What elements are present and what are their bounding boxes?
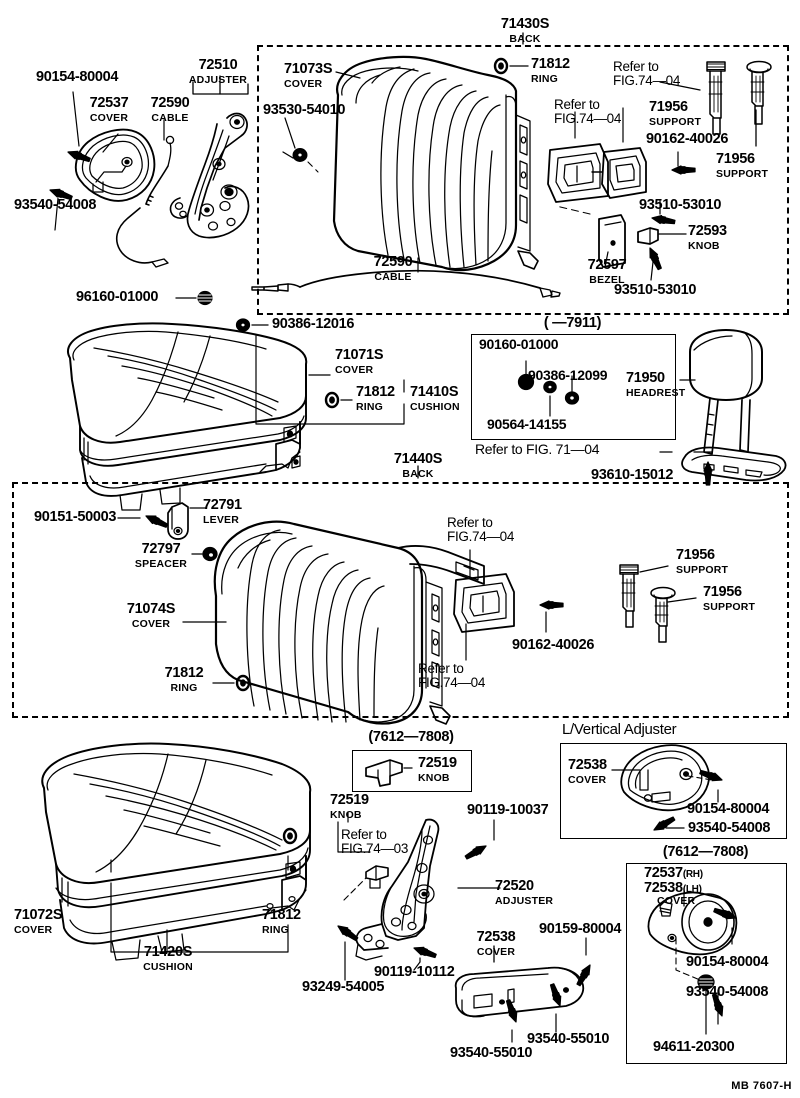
label-72538-lh: 72538(LH) xyxy=(644,880,702,896)
label-90119-10112: 90119-10112 xyxy=(374,964,455,980)
label-93530-54010: 93530-54010 xyxy=(263,102,346,118)
date-range-box-7911 xyxy=(471,334,676,440)
label-vertical-adjuster-title: L/Vertical Adjuster xyxy=(562,721,677,738)
label-refer-fig7104: Refer to FIG. 71—04 xyxy=(475,441,600,457)
label-93510-53010-a: 93510-53010 xyxy=(639,197,722,213)
label-93540-55010-a: 93540-55010 xyxy=(527,1031,610,1047)
label-72537-rh: 72537(RH) xyxy=(644,865,703,881)
label-93540-54008-rhlh: 93540-54008 xyxy=(686,984,769,1000)
label-90154-80004-va: 90154-80004 xyxy=(687,801,770,817)
label-94611-20300: 94611-20300 xyxy=(653,1039,735,1055)
label-93510-53010-b: 93510-53010 xyxy=(614,282,697,298)
label-90151-50003: 90151-50003 xyxy=(34,509,117,525)
label-93610-15012: 93610-15012 xyxy=(591,467,674,483)
label-90162-40026-s3: 90162-40026 xyxy=(512,637,595,653)
label-93540-54008: 93540-54008 xyxy=(14,197,97,213)
label-90386-12016: 90386-12016 xyxy=(272,316,355,332)
section3-dashed-box xyxy=(12,482,789,718)
rh-lh-cover-box xyxy=(626,863,787,1064)
label-90154-80004-rhlh: 90154-80004 xyxy=(686,954,769,970)
section1-dashed-box xyxy=(257,45,789,315)
label-date-range-7612-7808-b: (7612—7808) xyxy=(662,844,749,860)
label-cover-sub-rhlh: COVER xyxy=(657,895,696,907)
label-90154-80004: 90154-80004 xyxy=(36,69,119,85)
label-96160-01000: 96160-01000 xyxy=(76,289,159,305)
label-90386-12099: 90386-12099 xyxy=(528,367,608,383)
knob-72519-box xyxy=(352,750,472,792)
label-93249-54005: 93249-54005 xyxy=(302,979,385,995)
label-date-range-7911: ( —7911) xyxy=(543,315,602,331)
label-93540-55010-b: 93540-55010 xyxy=(450,1045,533,1061)
label-date-range-7612-7808-a: (7612—7808) xyxy=(368,729,454,745)
label-90564-14155: 90564-14155 xyxy=(487,416,567,432)
label-93540-54008-va: 93540-54008 xyxy=(688,820,771,836)
label-90162-40026-s1: 90162-40026 xyxy=(646,131,729,147)
footer-code: MB 7607-H xyxy=(731,1080,792,1092)
label-90119-10037: 90119-10037 xyxy=(467,802,549,818)
label-90160-01000: 90160-01000 xyxy=(479,336,559,352)
label-90159-80004: 90159-80004 xyxy=(539,921,622,937)
vertical-adjuster-box xyxy=(560,743,787,839)
